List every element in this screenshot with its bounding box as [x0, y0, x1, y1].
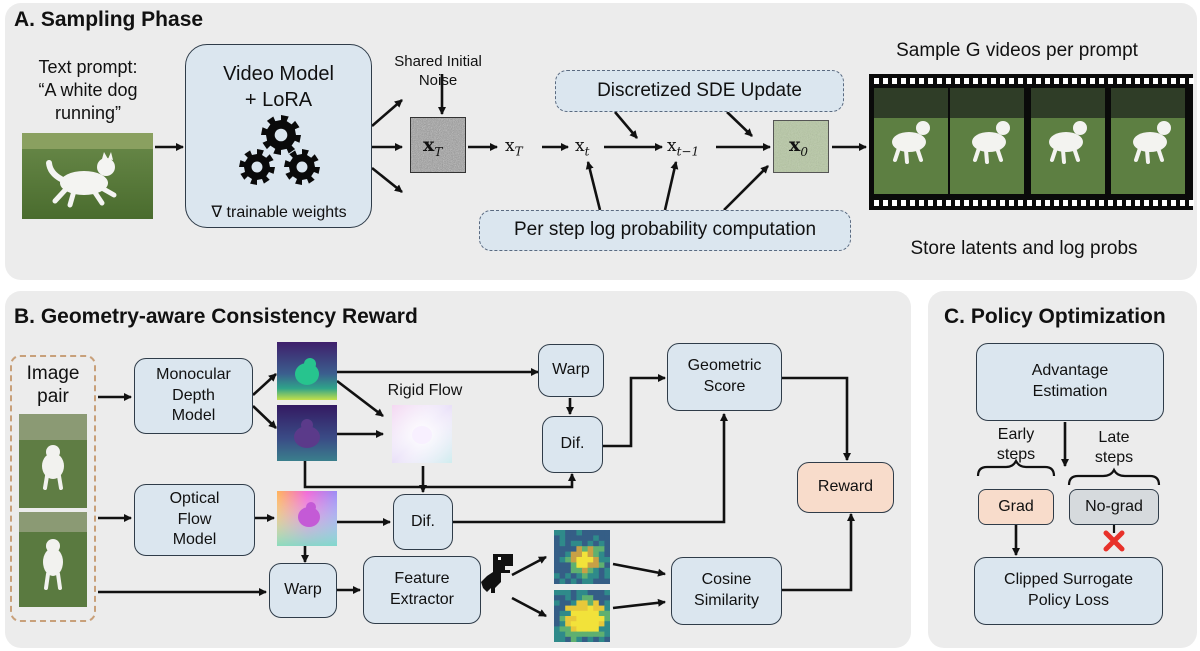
flow-label-2: Flow	[177, 510, 212, 528]
video-frame	[950, 88, 1024, 194]
math-xT: xT	[505, 136, 523, 158]
math-xT-box: xT	[423, 134, 442, 159]
math-x0-box: x0	[789, 134, 808, 159]
clipped-label-2: Policy Loss	[1028, 592, 1109, 609]
text-prompt-line-1: “A white dog	[38, 80, 138, 100]
text-prompt-line-2: running”	[54, 103, 122, 123]
panel-a-title: A. Sampling Phase	[14, 8, 204, 31]
math-xt-minus-1: xt−1	[667, 136, 699, 158]
math-x-symbol: x	[667, 136, 677, 156]
math-sub: T	[434, 144, 443, 159]
cosine-label-2: Similarity	[694, 592, 759, 609]
cosine-similarity-box: Cosine Similarity	[671, 557, 782, 625]
image-pair-frame	[10, 355, 96, 622]
dif-top-box: Dif.	[542, 416, 603, 473]
advantage-label-1: Advantage	[1031, 362, 1109, 380]
math-x-symbol: x	[575, 136, 585, 156]
math-x-symbol: x	[423, 134, 435, 156]
monocular-depth-model-box: Monocular Depth Model	[134, 358, 253, 434]
denoised-image-x0	[773, 120, 829, 173]
video-model-box: Video Model + LoRA	[185, 44, 372, 228]
feature-label-1: Feature	[394, 570, 450, 588]
clipped-label-1: Clipped Surrogate	[1004, 571, 1133, 589]
dif-mid-box: Dif.	[393, 494, 453, 550]
clipped-surrogate-box: Clipped Surrogate Policy Loss	[974, 557, 1163, 625]
rigid-flow-image	[392, 405, 452, 463]
math-x-symbol: x	[505, 136, 515, 156]
late-steps-label-2: steps	[1094, 449, 1134, 466]
advantage-label-2: Estimation	[1032, 383, 1108, 400]
math-sub: 0	[800, 144, 808, 159]
grad-box: Grad	[978, 489, 1054, 525]
depth-label-2: Depth	[172, 386, 215, 404]
reward-box: Reward	[797, 462, 894, 513]
depth-label-3: Model	[171, 407, 216, 425]
warp-top-box: Warp	[538, 344, 604, 397]
prompt-image-dog	[22, 133, 153, 219]
image-pair-frame-2	[19, 512, 87, 607]
image-pair-label-1: Image	[26, 363, 80, 384]
early-steps-label-1: Early	[997, 426, 1035, 443]
depth-label-1: Monocular	[156, 365, 231, 383]
flow-label-3: Model	[172, 531, 217, 549]
sample-g-label: Sample G videos per prompt	[896, 40, 1138, 61]
geometric-label-1: Geometric	[687, 357, 762, 375]
optical-flow-image	[277, 491, 337, 546]
feature-extractor-box: Feature Extractor	[363, 556, 481, 624]
log-prob-box: Per step log probability computation	[479, 210, 851, 251]
store-latents-label: Store latents and log probs	[910, 238, 1138, 259]
gear-icon	[236, 113, 326, 193]
video-frame	[1031, 88, 1105, 194]
nograd-box: No-grad	[1069, 489, 1159, 525]
math-x-symbol: x	[789, 134, 801, 156]
math-sub: t−1	[676, 144, 700, 159]
cosine-label-1: Cosine	[701, 571, 752, 589]
feature-label-2: Extractor	[389, 591, 454, 608]
math-sub: t	[584, 144, 590, 159]
math-xt: xt	[575, 136, 589, 158]
warp-bottom-box: Warp	[269, 563, 337, 618]
dinosaur-icon	[479, 552, 517, 594]
video-frame	[1111, 88, 1185, 194]
feature-map-2	[554, 590, 610, 642]
geometric-score-box: Geometric Score	[667, 343, 782, 411]
noise-image-xT	[410, 117, 466, 173]
shared-noise-label-2: Noise	[418, 72, 458, 89]
early-steps-label-2: steps	[996, 446, 1036, 463]
shared-noise-label-1: Shared Initial	[394, 53, 482, 70]
image-pair-frame-1	[19, 414, 87, 508]
math-sub: T	[514, 144, 523, 159]
advantage-estimation-box: Advantage Estimation	[976, 343, 1164, 421]
sde-update-box: Discretized SDE Update	[555, 70, 844, 112]
text-prompt-label: Text prompt:	[38, 57, 138, 77]
trainable-weights-label: ∇ trainable weights	[211, 204, 347, 221]
late-steps-label-1: Late	[1098, 429, 1130, 446]
depth-map-2	[277, 405, 337, 461]
geometric-label-2: Score	[703, 378, 746, 395]
video-model-label-2: + LoRA	[244, 89, 313, 111]
optical-flow-model-box: Optical Flow Model	[134, 484, 255, 556]
video-model-label-1: Video Model	[223, 63, 334, 85]
cross-icon	[1103, 530, 1125, 552]
panel-b-title: B. Geometry-aware Consistency Reward	[14, 305, 418, 328]
depth-map-1	[277, 342, 337, 400]
rigid-flow-label: Rigid Flow	[387, 382, 463, 399]
panel-c-title: C. Policy Optimization	[944, 305, 1166, 328]
flow-label-1: Optical	[169, 489, 220, 507]
image-pair-label-2: pair	[37, 386, 69, 407]
video-frame	[874, 88, 948, 194]
feature-map-1	[554, 530, 610, 584]
